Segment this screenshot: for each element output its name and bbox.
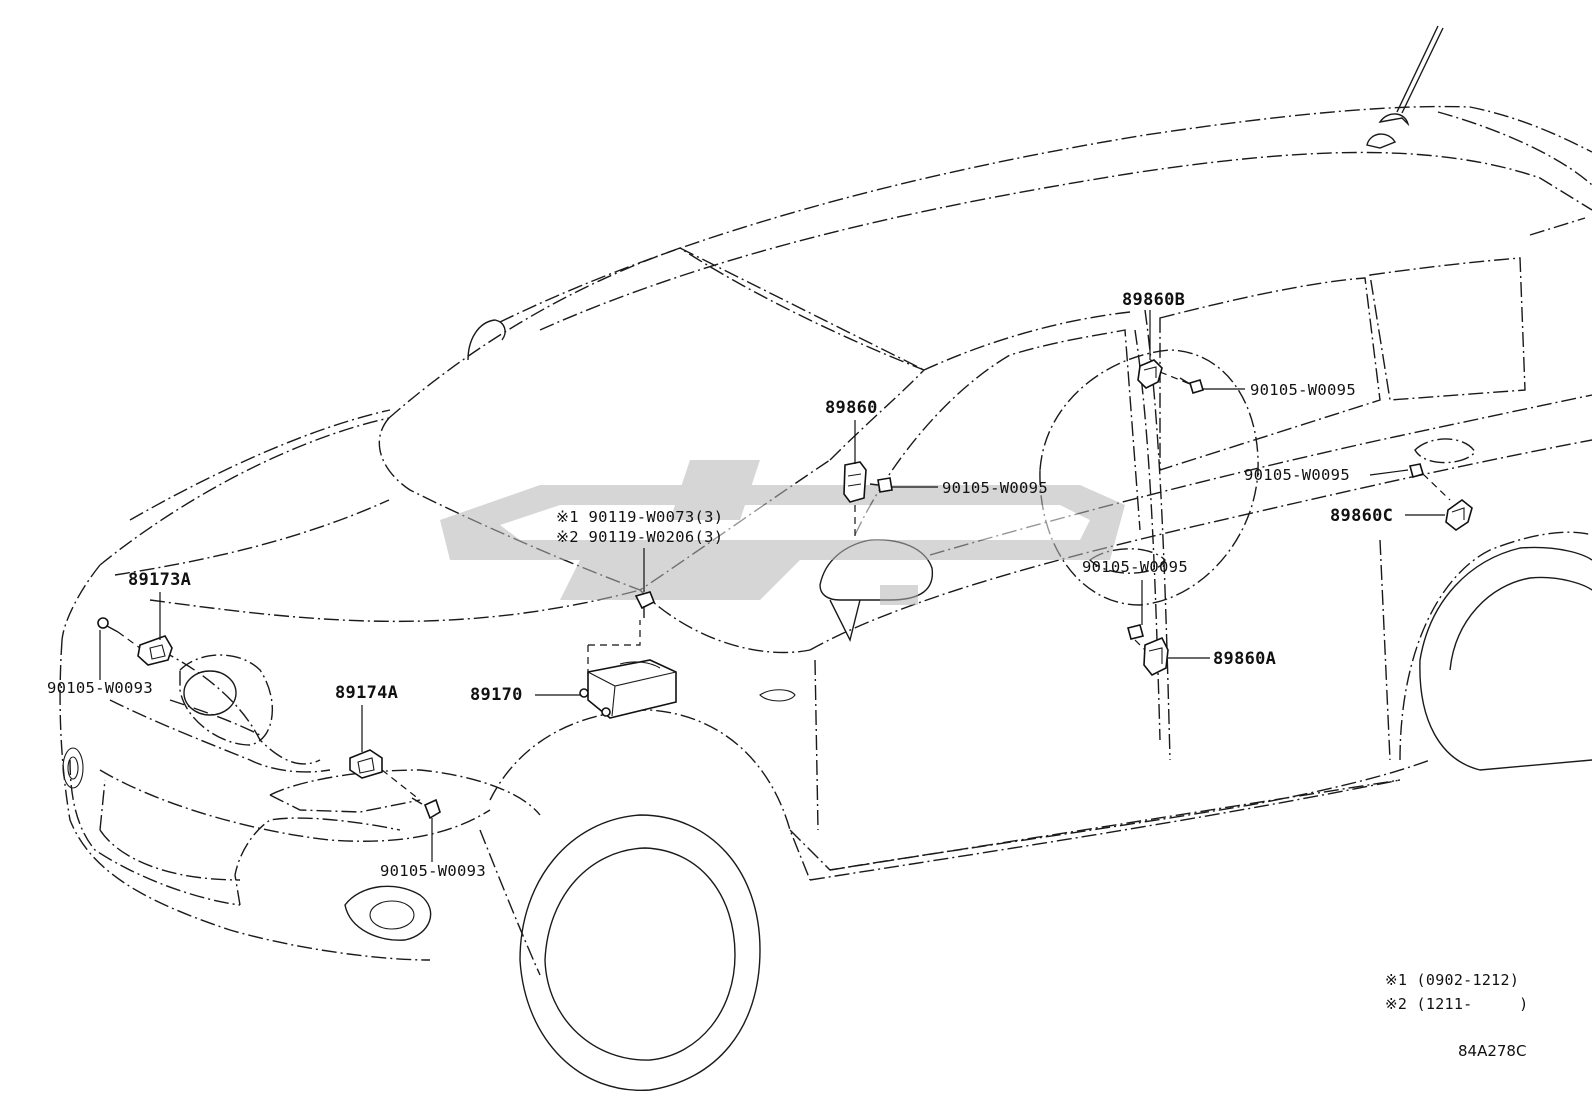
ecu-bolt: [634, 591, 656, 618]
label-89860: 89860: [825, 398, 878, 418]
part-89174A-sensor: [349, 749, 383, 779]
leader-lines: [99, 310, 1451, 862]
bolt-b-pillar: [869, 477, 893, 493]
label-bolt-rear: 90105-W0095: [1244, 466, 1350, 484]
label-89860B: 89860B: [1122, 290, 1185, 310]
part-89173A-sensor: [137, 635, 173, 666]
part-89860B-sensor: [1137, 359, 1163, 389]
part-89860A-sensor: [1143, 636, 1169, 677]
notes: ※1 (0902-1212) ※2 (1211- ): [1385, 971, 1529, 1013]
label-bolt-89860B: 90105-W0095: [1250, 381, 1356, 399]
label-89860A: 89860A: [1213, 649, 1276, 669]
bolt-rear: [1409, 463, 1424, 479]
diagram-code: 84A278C: [1458, 1042, 1526, 1060]
callout-labels: 89173A 90105-W0093 89174A 89170 90105-W0…: [47, 290, 1393, 880]
part-89170-airbag-ecu: [579, 659, 677, 719]
bolt-front-left: [97, 617, 119, 633]
label-bolt-front-center: 90105-W0093: [380, 862, 486, 880]
note-1: ※1 (0902-1212): [1385, 971, 1519, 989]
label-89173A: 89173A: [128, 570, 191, 590]
label-bolt-front-left: 90105-W0093: [47, 679, 153, 697]
label-ecu-bolt-note1: ※1 90119-W0073(3): [556, 508, 723, 526]
part-89860-sensor: [843, 461, 867, 503]
label-bolt-b-pillar: 90105-W0095: [942, 479, 1048, 497]
bolt-front-center: [411, 797, 441, 820]
label-89860C: 89860C: [1330, 506, 1393, 526]
roof-antenna: [1396, 25, 1444, 114]
label-89174A: 89174A: [335, 683, 398, 703]
label-ecu-bolt-note2: ※2 90119-W0206(3): [556, 528, 723, 546]
part-89860C-sensor: [1445, 498, 1473, 531]
watermark-text: عوض: [779, 554, 782, 556]
note-2: ※2 (1211- ): [1385, 995, 1529, 1013]
bolt-89860B: [1179, 377, 1204, 394]
watermark: عوض: [440, 460, 1125, 605]
label-bolt-89860A: 90105-W0095: [1082, 558, 1188, 576]
label-89170: 89170: [470, 685, 523, 705]
bolt-89860A: [1127, 624, 1144, 640]
